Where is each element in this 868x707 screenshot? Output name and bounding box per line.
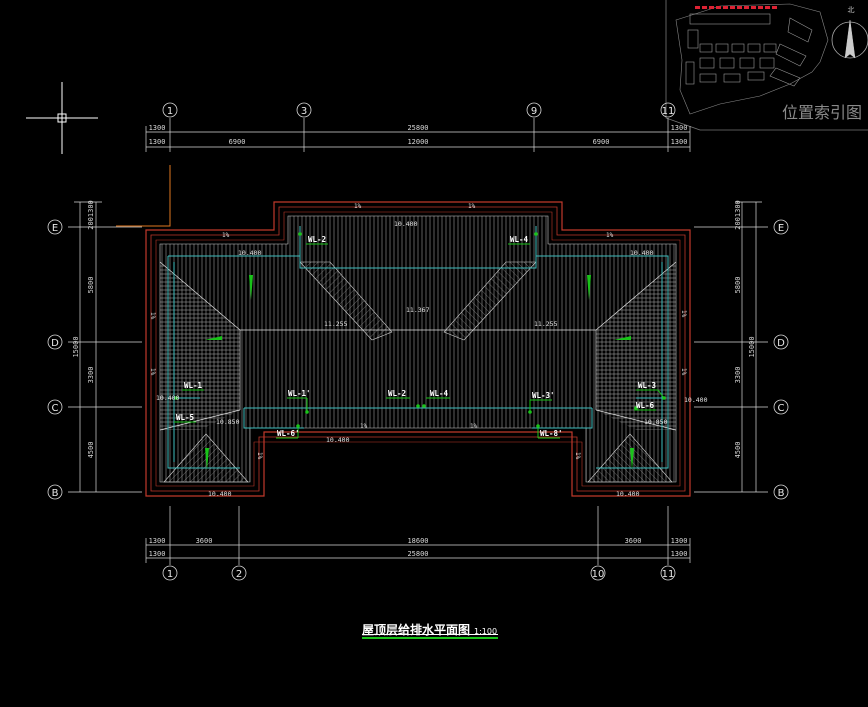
location-index-map: 北: [665, 0, 868, 131]
elev-center-top: 10.400: [394, 220, 418, 228]
elev-right-mid: 10.400: [684, 396, 708, 404]
elev-bottom-center: 10.400: [326, 436, 350, 444]
elev-upper-left: 10.400: [238, 249, 262, 257]
slope-side-left-2: 1%: [149, 368, 156, 376]
leader-line: [116, 165, 171, 227]
dim-top-r2-d: 6900: [593, 138, 610, 146]
axis-left-e: E: [52, 223, 58, 234]
elev-right-lower: 10.850: [644, 418, 668, 426]
title-underline-thick: [362, 637, 498, 639]
slope-bottom-left: 1%: [360, 423, 368, 430]
location-index-highlight: [695, 6, 777, 9]
drawing-title: 屋顶层给排水平面图: [362, 623, 471, 637]
tag-wl3: WL-3: [638, 381, 657, 390]
axis-top-3: 3: [301, 106, 307, 117]
dim-right-seg-a: 2001300: [734, 200, 742, 230]
dim-left-seg-d: 4500: [87, 442, 95, 459]
elev-bottom-right: 10.400: [616, 490, 640, 498]
axis-bottom-1: 1: [167, 569, 173, 580]
elev-upper-right: 10.400: [630, 249, 654, 257]
dim-bot-r2-b: 25800: [407, 550, 428, 558]
tag-wl4-mid: WL-4: [430, 389, 449, 398]
dim-top-r2-a: 1300: [149, 138, 166, 146]
pipe-tags: [174, 243, 665, 439]
drain-pipes: [167, 226, 669, 469]
dim-left-total: 15000: [72, 336, 80, 357]
slope-top-left: 1%: [354, 203, 362, 210]
slope-lower-left: 1%: [256, 452, 263, 460]
axis-left-b: B: [52, 488, 59, 499]
slope-side-right-2: 1%: [680, 368, 687, 376]
axis-top-9: 9: [531, 106, 537, 117]
slope-top-right: 1%: [468, 203, 476, 210]
dim-right-seg-d: 4500: [734, 442, 742, 459]
dim-left-seg-a: 2001300: [87, 200, 95, 230]
drawing-scale: 1:100: [474, 627, 498, 636]
axis-left-c: C: [52, 403, 59, 414]
dim-bot-r1-c: 18600: [407, 537, 428, 545]
tag-wl5: WL-5: [176, 413, 194, 422]
elev-ridge-left: 11.255: [324, 320, 348, 328]
axis-top-11: 11: [662, 106, 675, 117]
slope-upper-left: 1%: [222, 232, 230, 239]
dim-bot-r1-a: 1300: [149, 537, 166, 545]
slope-lower-right: 1%: [574, 452, 581, 460]
dim-top-r2-c: 12000: [407, 138, 428, 146]
axis-bottom-10: 10: [592, 569, 605, 580]
slope-upper-right: 1%: [606, 232, 614, 239]
dim-bot-r2-c: 1300: [671, 550, 688, 558]
elev-bottom-left: 10.400: [208, 490, 232, 498]
axis-left-d: D: [51, 338, 59, 349]
slope-bottom-right: 1%: [470, 423, 478, 430]
location-index-label: 位置索引图: [782, 103, 862, 122]
axis-bottom-2: 2: [236, 569, 242, 580]
dim-bot-r1-e: 1300: [671, 537, 688, 545]
tag-wl3p: WL-3': [532, 391, 555, 400]
dimension-lines: [68, 118, 768, 565]
dim-left-seg-c: 3300: [87, 367, 95, 384]
dim-top-r1-c: 1300: [671, 124, 688, 132]
dim-top-r1-a: 1300: [149, 124, 166, 132]
tag-wl8p: WL-8': [540, 429, 563, 438]
dim-right-seg-c: 3300: [734, 367, 742, 384]
title-underline: [362, 634, 498, 635]
dim-bot-r2-a: 1300: [149, 550, 166, 558]
tag-wl1: WL-1: [184, 381, 203, 390]
dim-top-r2-e: 1300: [671, 138, 688, 146]
slope-arrows: [205, 275, 634, 470]
elev-ridge-center: 11.367: [406, 306, 430, 314]
axis-right-b: B: [778, 488, 785, 499]
dim-left-seg-b: 5800: [87, 277, 95, 294]
dim-bot-r1-b: 3600: [196, 537, 213, 545]
elev-left-lower: 10.850: [216, 418, 240, 426]
axis-right-d: D: [777, 338, 785, 349]
axis-right-e: E: [778, 223, 784, 234]
axis-bottom-11: 11: [662, 569, 675, 580]
elev-left-mid: 10.400: [156, 394, 180, 402]
tag-wl4-top: WL-4: [510, 235, 529, 244]
tag-wl2-top: WL-2: [308, 235, 326, 244]
dim-right-total: 15000: [748, 336, 756, 357]
svg-text:北: 北: [848, 6, 855, 14]
tag-wl1p: WL-1': [288, 389, 311, 398]
roof-surface: [159, 215, 677, 483]
axis-right-c: C: [778, 403, 785, 414]
dim-right-seg-b: 5800: [734, 277, 742, 294]
parapet-walls: [145, 201, 691, 497]
tag-wl6p: WL-6': [277, 429, 300, 438]
tag-wl2-mid: WL-2: [388, 389, 406, 398]
drain-points: [174, 232, 666, 428]
dim-top-r2-b: 6900: [229, 138, 246, 146]
axis-bubbles: [47, 102, 789, 581]
axis-top-1: 1: [167, 106, 173, 117]
dim-top-r1-b: 25800: [407, 124, 428, 132]
slope-side-left-1: 1%: [149, 312, 156, 320]
crosshair-cursor-icon: [26, 82, 98, 154]
elev-ridge-right: 11.255: [534, 320, 558, 328]
tag-wl6: WL-6: [636, 401, 655, 410]
slope-side-right-1: 1%: [680, 310, 687, 318]
dim-bot-r1-d: 3600: [625, 537, 642, 545]
